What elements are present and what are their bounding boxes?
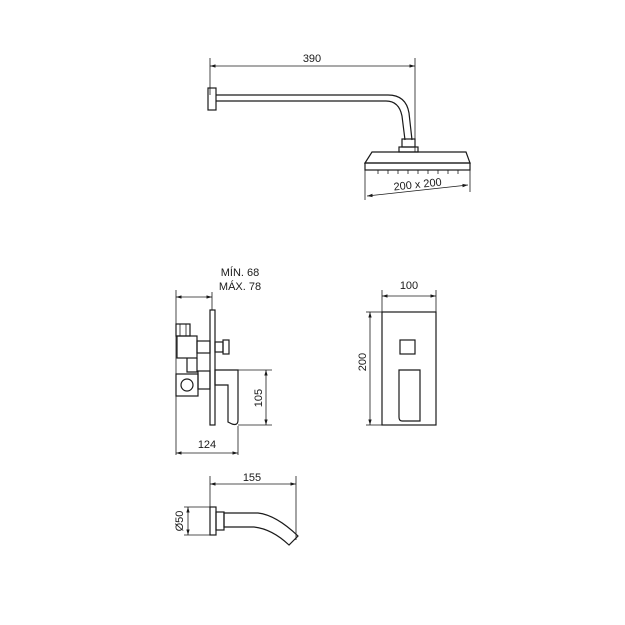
diverter-knob	[222, 339, 230, 355]
valve-front-view: 100 200	[357, 280, 437, 426]
spout-length-label: 155	[243, 472, 261, 484]
valve-pipe	[186, 358, 198, 373]
arm-length-label: 390	[303, 53, 321, 65]
plate-height-label: 200	[357, 353, 369, 371]
total-depth-label: 124	[198, 439, 216, 451]
dimension-line-head-size	[366, 183, 469, 198]
valve-bottom-body	[175, 373, 199, 397]
cartridge	[197, 370, 211, 390]
spout-body	[223, 512, 299, 546]
valve-top-connector	[175, 323, 191, 337]
shower-arm-bottom	[216, 100, 406, 141]
shower-arm-top	[216, 94, 413, 141]
shower-head-body	[364, 162, 471, 171]
valve-body	[176, 335, 198, 359]
valve-side-view: MÍN. 68 MÁX. 78 105 124	[175, 266, 272, 455]
depth-min-label: MÍN. 68	[221, 266, 260, 279]
lever-handle	[214, 369, 239, 426]
diverter-button	[399, 339, 416, 355]
shower-head-top	[363, 151, 471, 164]
diverter-stem	[214, 341, 224, 353]
wall-flange	[207, 87, 217, 111]
cover-plate	[209, 309, 216, 426]
shower-arm-view: 390 200 x 200	[207, 53, 471, 200]
spout-diameter-label: Ø50	[174, 511, 186, 532]
arm-joint	[401, 138, 416, 148]
plate-width-label: 100	[400, 280, 418, 292]
depth-max-label: MÁX. 78	[219, 280, 261, 293]
cover-plate-front	[381, 311, 437, 426]
spout-flange	[209, 506, 217, 536]
lever-handle-front	[398, 369, 421, 422]
bottom-outlet-circle	[180, 378, 194, 392]
valve-height-label: 105	[253, 389, 265, 407]
head-size-label: 200 x 200	[393, 177, 442, 194]
valve-stem	[196, 340, 211, 354]
shower-head-nozzles	[377, 170, 459, 174]
spout-collar	[215, 511, 225, 531]
spout-view: 155 Ø50	[174, 472, 299, 546]
